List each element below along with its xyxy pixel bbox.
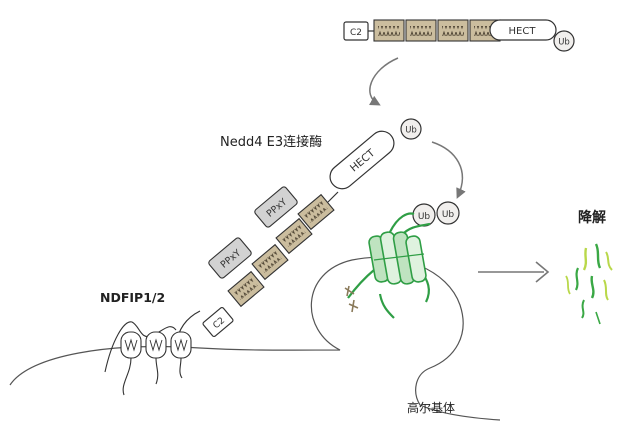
- degraded-fragments: [565, 243, 613, 325]
- ww-wave-icon: [378, 26, 400, 36]
- ndfip-label: NDFIP1/2: [100, 290, 165, 305]
- ubiquitin-label: Ub: [418, 212, 431, 222]
- c2-domain-label: C2: [350, 28, 362, 38]
- golgi-label: 高尔基体: [407, 400, 455, 415]
- ub-transfer-arrow: [431, 141, 466, 199]
- c2-domain-active: C2: [202, 306, 234, 338]
- ww-wave-icon: [442, 26, 464, 36]
- degradation-arrow: [478, 261, 550, 283]
- tm-helix: [145, 331, 167, 359]
- ww-wave-icon: [258, 251, 282, 273]
- ww-domain: [251, 243, 289, 281]
- ubiquitin-icon: [436, 201, 460, 225]
- hect-domain-active: HECT: [329, 130, 395, 190]
- nedd4-label: Nedd4 E3连接酶: [220, 134, 322, 150]
- hect-domain-label: HECT: [509, 26, 537, 37]
- ww-wave-icon: [304, 201, 328, 223]
- ubiquitin-label: Ub: [558, 38, 570, 48]
- ww-wave-icon: [410, 26, 432, 36]
- tm-helix: [170, 331, 192, 359]
- ww-domain: [227, 270, 265, 308]
- activation-arrow: [369, 57, 399, 106]
- golgi-membrane: [9, 256, 501, 421]
- nedd4-active-construct: C2 PPxY PPxY: [175, 118, 422, 346]
- nedd4-linear-construct: C2 HECT Ub: [343, 19, 575, 52]
- ww-domain: [297, 193, 335, 231]
- tm-helix: [120, 331, 142, 359]
- ww-wave-icon: [282, 225, 306, 247]
- hect-domain: [489, 19, 557, 41]
- ubiquitin-icon: [553, 30, 575, 52]
- ww-wave-icon: [234, 278, 258, 300]
- ww-wave-icon: [474, 26, 496, 36]
- ww-domain: [275, 217, 313, 255]
- ww-domain-row: [373, 19, 501, 42]
- degradation-label: 降解: [578, 209, 606, 226]
- ubiquitin-icon: [400, 118, 422, 140]
- ubiquitin-label: Ub: [442, 210, 455, 220]
- ppxy-motif: PPxY: [208, 237, 252, 279]
- ubiquitin-label: Ub: [405, 126, 417, 136]
- membrane-channel: Ub Ub: [344, 201, 460, 319]
- ppxy-motif: PPxY: [254, 186, 298, 228]
- ndfip-anchor: [104, 321, 192, 396]
